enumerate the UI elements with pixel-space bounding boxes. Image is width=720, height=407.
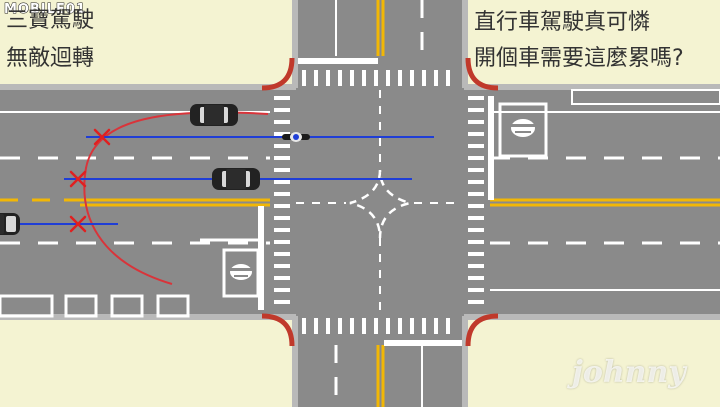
scooter-waiting-box-west: [222, 248, 260, 298]
sidewalk-edge-left-top: [292, 0, 298, 88]
car-icon: [0, 213, 20, 235]
sidewalk-edge-top-left: [0, 84, 296, 90]
x-mark-icon: [69, 215, 87, 233]
parking-boxes: [0, 294, 190, 318]
scooter-waiting-box-icon: [230, 264, 252, 280]
scooter-icon: [282, 132, 310, 142]
sidewalk-edge-right-top: [462, 0, 468, 88]
crosswalk-south: [302, 318, 450, 334]
caption-right-line-2: 開個車需要這麼累嗎?: [474, 46, 684, 71]
mobile01-logo: MOBILE01: [4, 2, 86, 18]
sidewalk-edge-bottom-left: [0, 314, 296, 320]
x-mark-icon: [69, 170, 87, 188]
north-lane-markings: [298, 0, 424, 64]
scooter-waiting-box-east: [498, 102, 548, 158]
sidewalk-edge-right-bottom: [462, 316, 468, 407]
south-lane-markings: [334, 340, 462, 407]
artist-signature: johnny: [572, 355, 686, 390]
caption-left-line-2: 無敵迴轉: [6, 46, 95, 71]
car-icon: [190, 104, 238, 126]
crosswalk-east: [468, 96, 484, 304]
collision-markers: [69, 128, 111, 233]
scooter-waiting-box-icon: [511, 119, 535, 137]
crosswalk-north: [302, 70, 450, 86]
intersection-guide-lines: [296, 90, 462, 312]
sidewalk-edge-bottom-right: [464, 314, 720, 320]
center-turn-guide: [349, 169, 411, 239]
caption-right-line-1: 直行車駕駛真可憐: [474, 10, 651, 35]
u-turn-trajectory: [83, 111, 269, 285]
sidewalk-edge-top-right: [464, 84, 720, 90]
curb-corners: [261, 57, 499, 347]
crosswalk-west: [274, 96, 290, 304]
car-icon: [212, 168, 260, 190]
x-mark-icon: [93, 128, 111, 146]
sidewalk-edge-left-bottom: [292, 316, 298, 407]
east-lane-markings: [488, 89, 720, 291]
caption-left-line-1: 三寶駕駛: [6, 8, 95, 33]
